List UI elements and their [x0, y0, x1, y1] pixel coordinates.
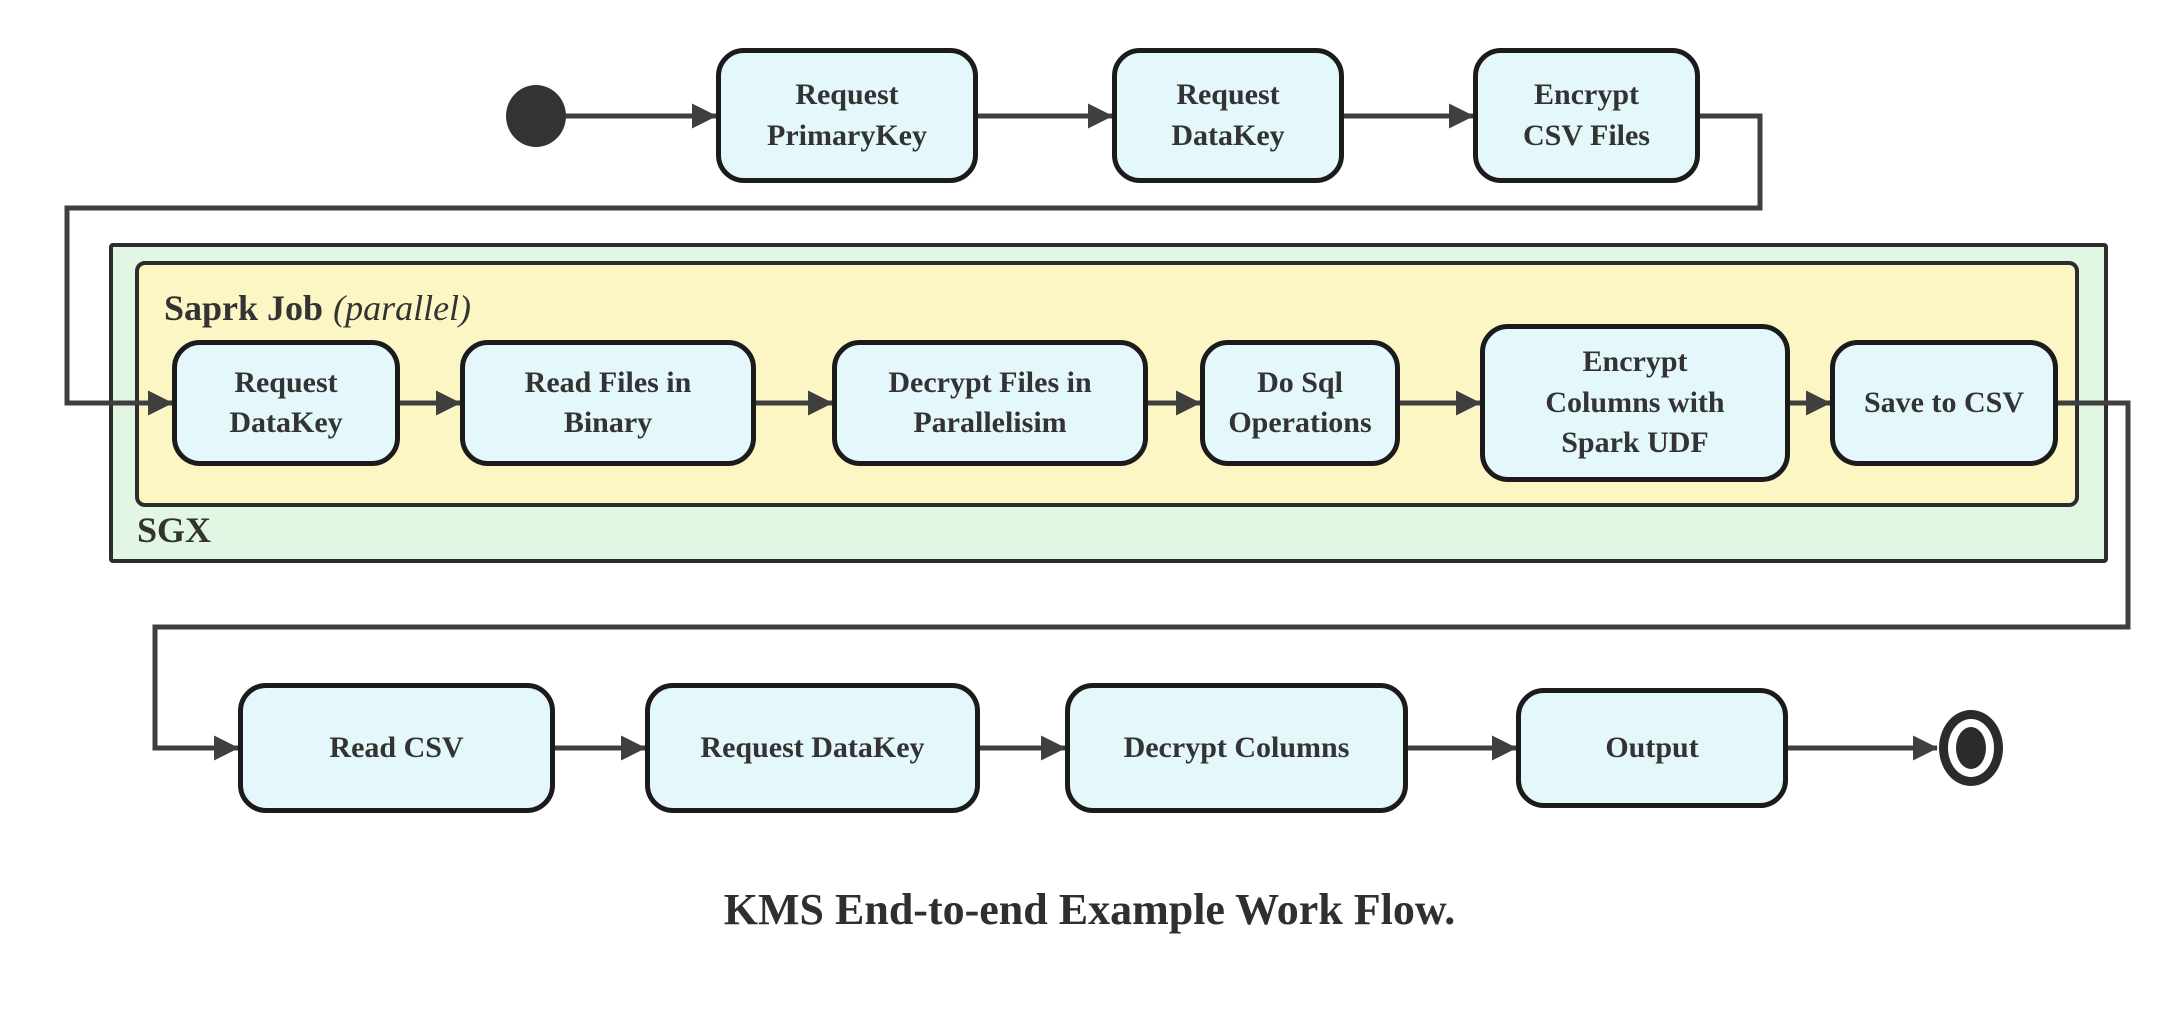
sgx-label: SGX	[137, 510, 212, 550]
node-request-primarykey: Request PrimaryKey	[716, 48, 978, 183]
node-encrypt-csv-files: Encrypt CSV Files	[1473, 48, 1700, 183]
node-encrypt-columns-with-spark-udf: Encrypt Columns with Spark UDF	[1480, 324, 1790, 482]
spark-job-annotation: (parallel)	[333, 288, 472, 328]
node-output: Output	[1516, 688, 1788, 808]
node-request-datakey-bottom: Request DataKey	[645, 683, 980, 813]
start-state-dot	[506, 85, 566, 147]
edge-encrypt-csv-files-to-sgx-request-datakey	[64, 113, 1763, 416]
spark-job-header: Saprk Job(parallel)	[164, 287, 471, 329]
spark-job-title: Saprk Job	[164, 288, 324, 328]
node-do-sql-operations: Do Sql Operations	[1200, 340, 1400, 466]
node-read-csv: Read CSV	[238, 683, 555, 813]
end-state-core-dot	[1956, 727, 1986, 769]
node-read-files-in-binary: Read Files in Binary	[460, 340, 756, 466]
edge-save-to-csv-to-read-csv	[152, 400, 2131, 761]
diagram-caption: KMS End-to-end Example Work Flow.	[723, 885, 1456, 934]
end-state-node	[1939, 710, 2003, 786]
node-decrypt-columns: Decrypt Columns	[1065, 683, 1408, 813]
node-request-datakey-top: Request DataKey	[1112, 48, 1344, 183]
node-save-to-csv: Save to CSV	[1830, 340, 2058, 466]
node-decrypt-files-in-parallelisim: Decrypt Files in Parallelisim	[832, 340, 1148, 466]
node-request-datakey-middle: Request DataKey	[172, 340, 400, 466]
